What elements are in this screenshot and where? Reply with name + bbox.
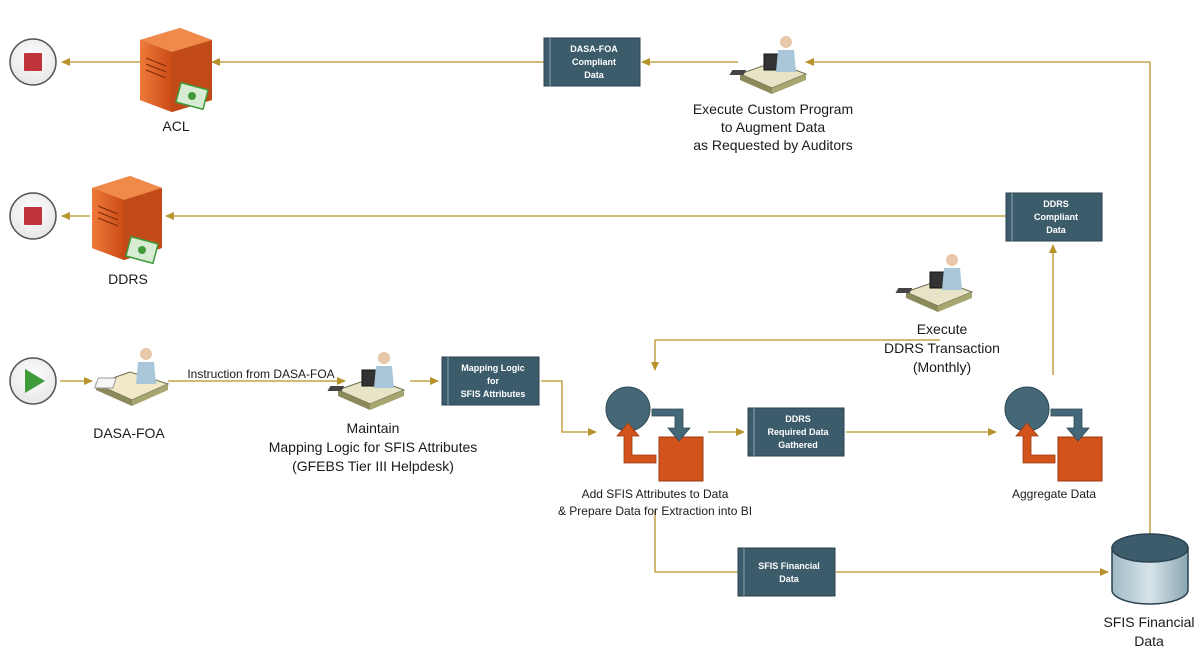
maintain-line2: Mapping Logic for SFIS Attributes bbox=[269, 439, 478, 455]
ddrs-txn-line1: Execute bbox=[917, 321, 968, 337]
flow-lines bbox=[60, 58, 1151, 576]
sfis-database: SFIS Financial Data bbox=[1103, 533, 1195, 649]
maintain-line1: Maintain bbox=[347, 420, 400, 436]
data-box-dasa-compliant: DASA-FOA Compliant Data bbox=[543, 37, 641, 87]
actor-ddrs-transaction: Execute DDRS Transaction (Monthly) bbox=[884, 254, 1000, 375]
ddrs-compliant-line3: Data bbox=[1046, 225, 1067, 235]
custom-program-line2: to Augment Data bbox=[721, 119, 826, 135]
acl-label: ACL bbox=[162, 118, 189, 134]
ddrs-compliant-line1: DDRS bbox=[1043, 199, 1069, 209]
stop-terminal-ddrs bbox=[9, 192, 57, 240]
ddrs-required-line2: Required Data bbox=[767, 427, 829, 437]
person-at-desk-icon bbox=[895, 254, 974, 312]
ddrs-txn-line3: (Monthly) bbox=[913, 359, 971, 375]
process-add-attributes: Add SFIS Attributes to Data & Prepare Da… bbox=[558, 386, 752, 518]
sfis-db-line2: Data bbox=[1134, 633, 1164, 649]
person-at-desk-icon bbox=[327, 352, 406, 410]
actor-custom-program: Execute Custom Program to Augment Data a… bbox=[693, 36, 853, 153]
sfis-financial-line2: Data bbox=[779, 574, 800, 584]
process-cycle-icon bbox=[605, 386, 704, 482]
mapping-logic-line1: Mapping Logic bbox=[461, 363, 525, 373]
dasa-compliant-line3: Data bbox=[584, 70, 605, 80]
flow-sfis-to-custom-program bbox=[805, 58, 1151, 535]
server-icon bbox=[92, 176, 162, 265]
dasa-foa-label: DASA-FOA bbox=[93, 425, 165, 441]
flow-ddrs-txn-to-add bbox=[651, 339, 940, 371]
server-icon bbox=[140, 28, 212, 112]
ddrs-required-line1: DDRS bbox=[785, 414, 811, 424]
database-icon bbox=[1111, 533, 1189, 605]
data-box-sfis-financial: SFIS Financial Data bbox=[737, 547, 836, 597]
add-attributes-line1: Add SFIS Attributes to Data bbox=[582, 487, 729, 501]
ddrs-txn-line2: DDRS Transaction bbox=[884, 340, 1000, 356]
ddrs-required-line3: Gathered bbox=[778, 440, 818, 450]
actor-maintain: Maintain Mapping Logic for SFIS Attribut… bbox=[269, 352, 478, 474]
add-attributes-line2: & Prepare Data for Extraction into BI bbox=[558, 504, 752, 518]
flow-mapping-to-add bbox=[541, 380, 597, 436]
sfis-financial-line1: SFIS Financial bbox=[758, 561, 820, 571]
ddrs-label: DDRS bbox=[108, 271, 148, 287]
ddrs-compliant-line2: Compliant bbox=[1034, 212, 1078, 222]
maintain-line3: (GFEBS Tier III Helpdesk) bbox=[292, 458, 454, 474]
actor-dasa-foa: DASA-FOA bbox=[93, 348, 170, 441]
aggregate-label: Aggregate Data bbox=[1012, 487, 1096, 501]
mapping-logic-line3: SFIS Attributes bbox=[461, 389, 526, 399]
ddrs-server: DDRS bbox=[92, 176, 162, 287]
start-terminal bbox=[9, 357, 57, 405]
process-aggregate: Aggregate Data bbox=[1004, 386, 1103, 501]
instruction-flow-label: Instruction from DASA-FOA bbox=[187, 367, 334, 381]
data-box-mapping-logic: Mapping Logic for SFIS Attributes bbox=[441, 356, 540, 406]
process-cycle-icon bbox=[1004, 386, 1103, 482]
stop-terminal-acl bbox=[9, 38, 57, 86]
stop-icon bbox=[24, 53, 42, 71]
person-at-desk-icon bbox=[94, 348, 170, 406]
person-at-desk-icon bbox=[729, 36, 808, 94]
play-icon bbox=[25, 369, 45, 393]
custom-program-line1: Execute Custom Program bbox=[693, 101, 853, 117]
acl-server: ACL bbox=[140, 28, 212, 134]
data-box-ddrs-compliant: DDRS Compliant Data bbox=[1005, 192, 1103, 242]
dasa-compliant-line2: Compliant bbox=[572, 57, 616, 67]
data-box-ddrs-required: DDRS Required Data Gathered bbox=[747, 407, 845, 457]
dasa-compliant-line1: DASA-FOA bbox=[570, 44, 618, 54]
mapping-logic-line2: for bbox=[487, 376, 499, 386]
flow-add-to-sfis-box bbox=[654, 510, 738, 573]
custom-program-line3: as Requested by Auditors bbox=[693, 137, 853, 153]
sfis-db-line1: SFIS Financial bbox=[1103, 614, 1194, 630]
stop-icon bbox=[24, 207, 42, 225]
